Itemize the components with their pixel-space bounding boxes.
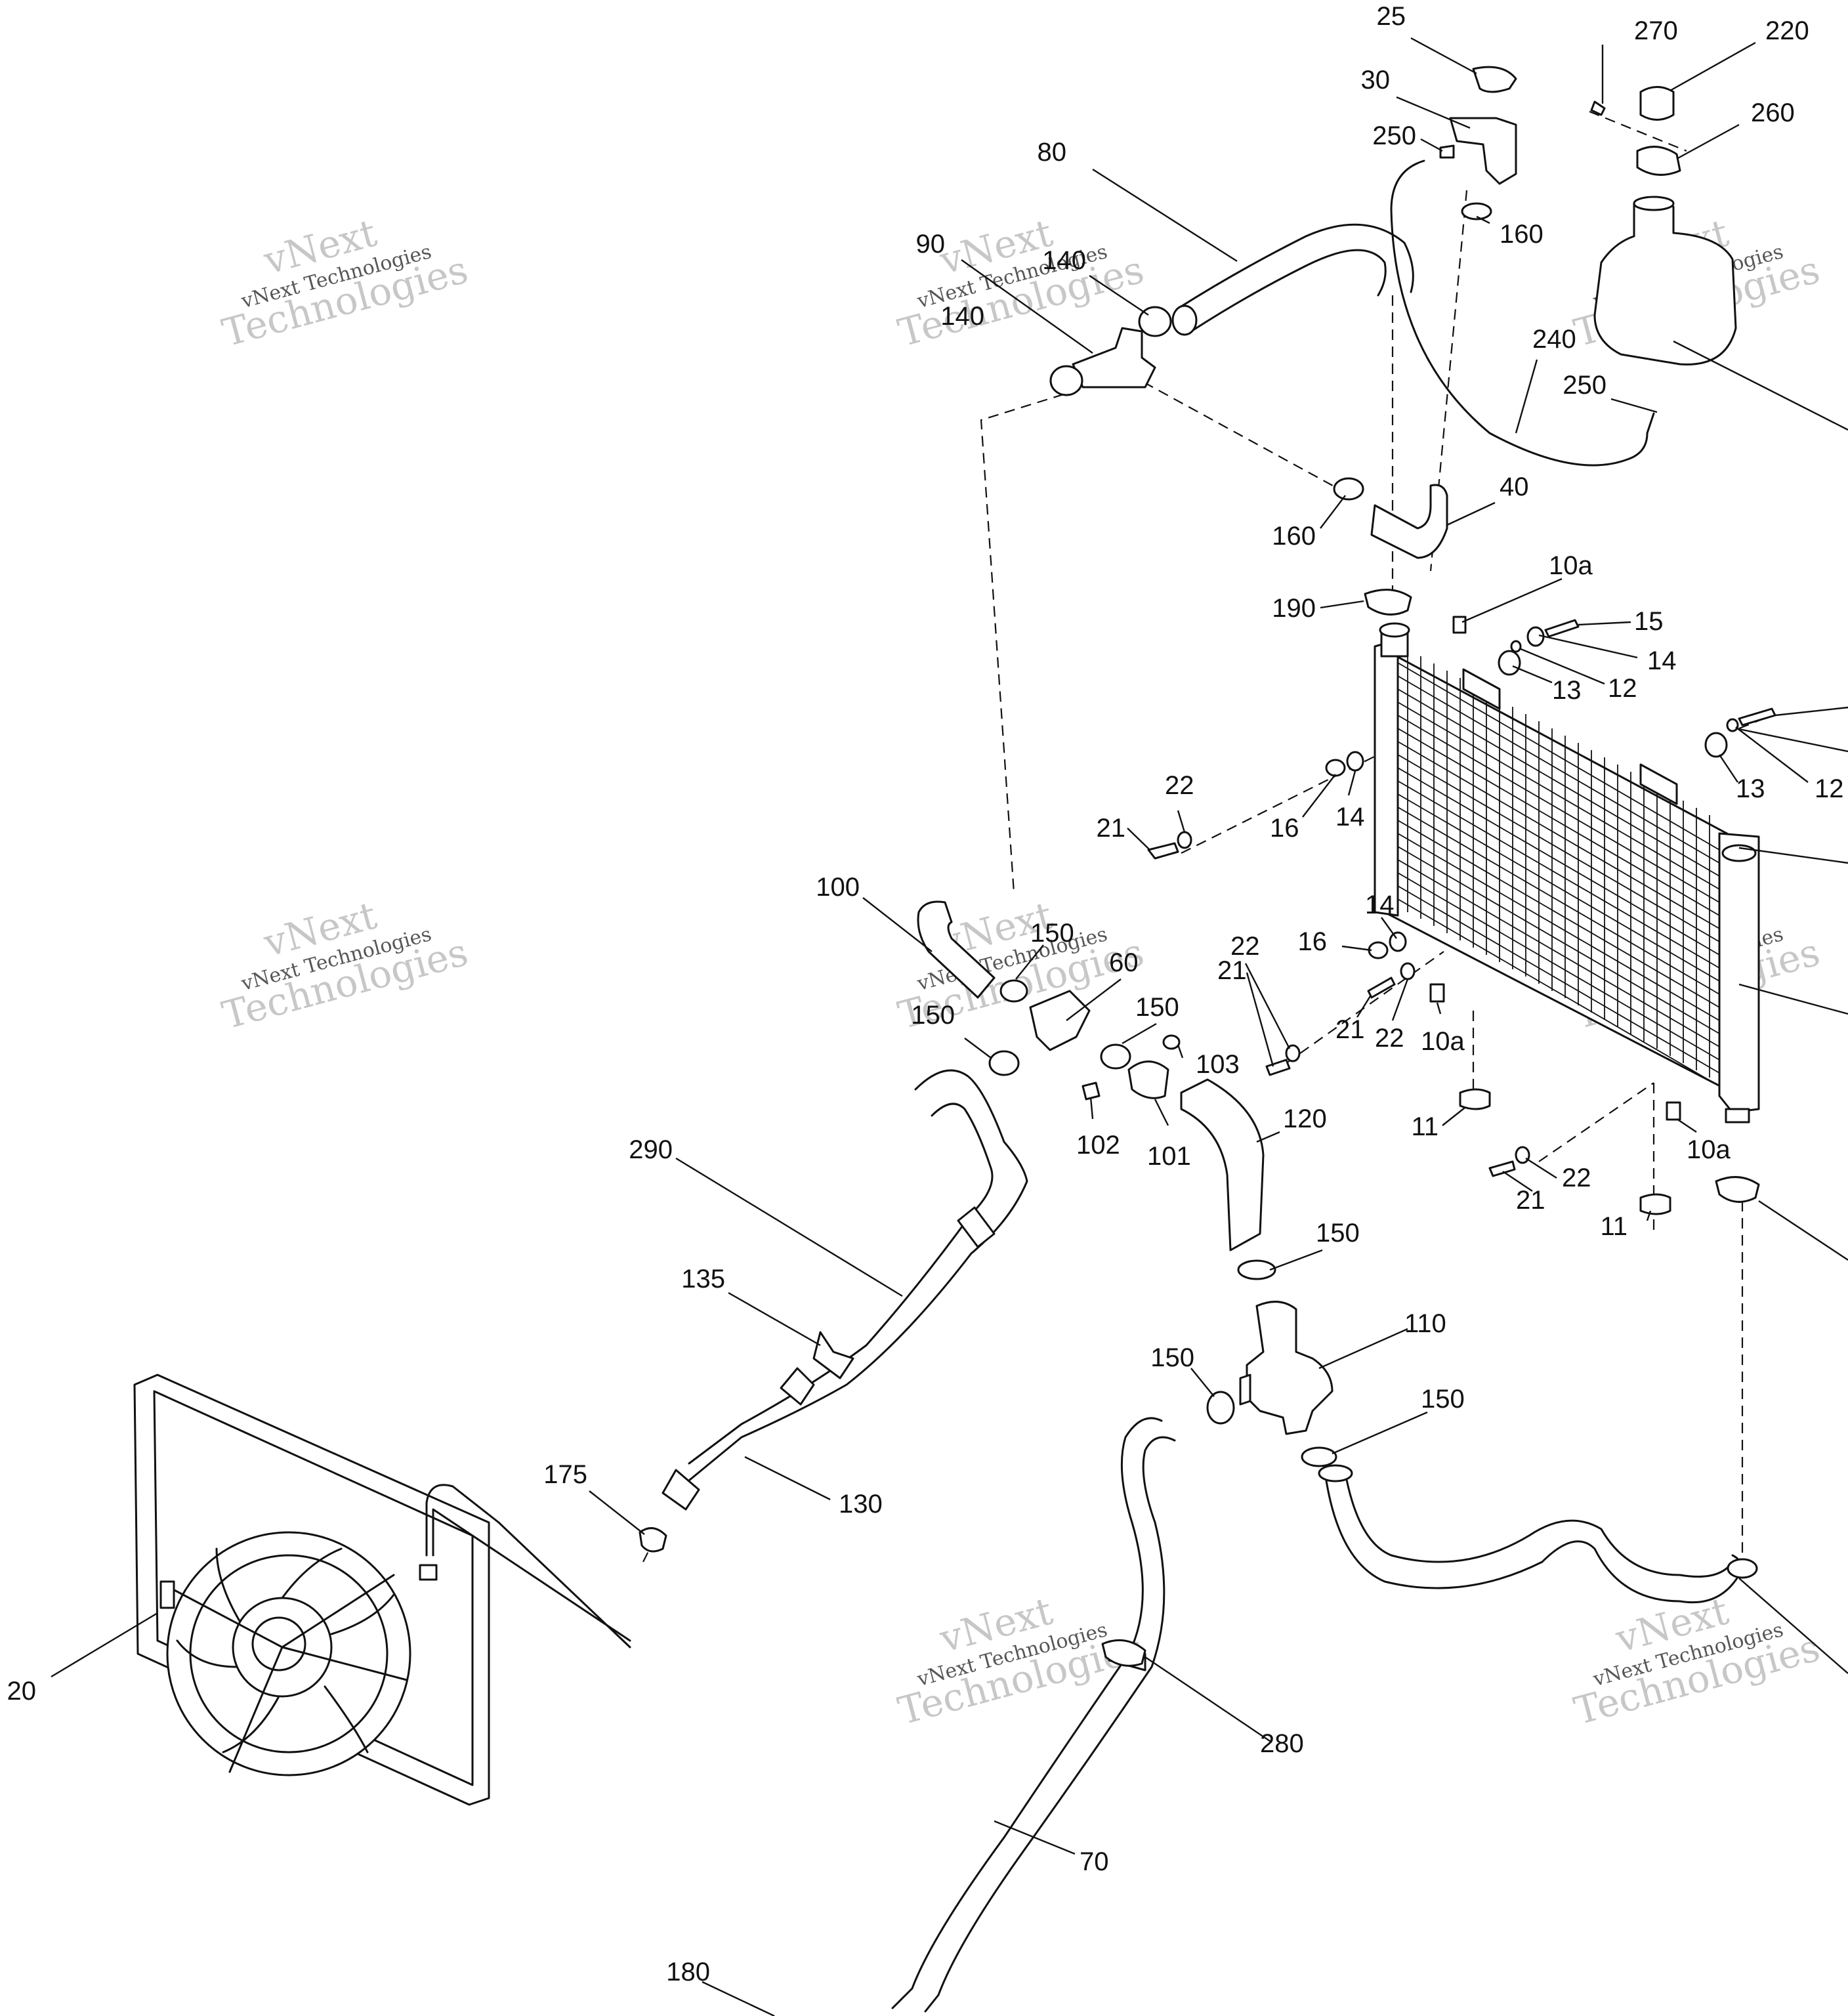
dash-bolt21-lower xyxy=(1286,951,1444,1064)
callout-240: 240 xyxy=(1532,325,1576,354)
callout-14-top: 14 xyxy=(1647,646,1677,675)
dash-neck30-to-hose40 xyxy=(1429,190,1468,572)
callout-60: 60 xyxy=(1109,948,1139,977)
callout-250-lower: 250 xyxy=(1563,371,1606,400)
callout-40: 40 xyxy=(1500,472,1529,501)
callout-130: 130 xyxy=(839,1490,883,1519)
dash-bolt21-to-radiator xyxy=(1181,754,1379,854)
callout-21-bottom: 21 xyxy=(1516,1186,1545,1215)
fan-shroud-assembly xyxy=(133,1374,631,1806)
callout-16-upper: 16 xyxy=(1270,814,1299,843)
callout-22-upper: 22 xyxy=(1165,771,1194,800)
callout-21-lower: 21 xyxy=(1217,956,1247,985)
callout-90: 90 xyxy=(916,230,946,259)
callout-14-upper: 14 xyxy=(1335,803,1365,831)
callout-10a-bottom: 10a xyxy=(1687,1135,1731,1164)
callout-135: 135 xyxy=(681,1265,725,1293)
callout-110: 110 xyxy=(1404,1309,1446,1338)
callout-150-left: 150 xyxy=(911,1001,955,1030)
callout-14-lower: 14 xyxy=(1365,891,1395,919)
callout-101: 101 xyxy=(1147,1142,1191,1171)
callout-22-bottom: 22 xyxy=(1562,1164,1591,1192)
callout-150-mid: 150 xyxy=(1135,993,1179,1022)
callout-100: 100 xyxy=(816,873,860,902)
callout-30: 30 xyxy=(1361,66,1391,94)
callout-10a-mid: 10a xyxy=(1421,1027,1465,1056)
callout-220: 220 xyxy=(1765,16,1809,45)
callout-11-upper: 11 xyxy=(1411,1112,1438,1141)
callout-11-lower: 11 xyxy=(1600,1212,1628,1241)
callout-150-thermo-bottom: 150 xyxy=(1421,1385,1465,1414)
callout-16-lower: 16 xyxy=(1298,927,1328,956)
callout-12-top: 12 xyxy=(1608,674,1637,703)
fittings xyxy=(639,66,1776,1667)
callout-260: 260 xyxy=(1751,98,1795,127)
callout-140-upper: 140 xyxy=(1042,246,1086,275)
callout-270: 270 xyxy=(1634,16,1678,45)
callout-140-lower: 140 xyxy=(940,302,984,331)
callout-250-upper: 250 xyxy=(1372,121,1416,150)
callout-15: 15 xyxy=(1634,607,1664,636)
callout-103: 103 xyxy=(1196,1050,1240,1079)
radiator xyxy=(1374,622,1760,1124)
callout-190: 190 xyxy=(1272,594,1316,623)
callout-22-mid: 22 xyxy=(1375,1024,1404,1053)
callout-21-mid: 21 xyxy=(1335,1015,1365,1044)
leader-lines xyxy=(51,37,1848,2016)
dash-bolt21-bottom xyxy=(1538,1082,1654,1162)
callout-20: 20 xyxy=(7,1677,37,1706)
callout-280: 280 xyxy=(1260,1729,1304,1758)
callout-80: 80 xyxy=(1038,138,1067,167)
callout-120: 120 xyxy=(1283,1104,1327,1133)
callout-175: 175 xyxy=(543,1460,587,1489)
callout-10a-top: 10a xyxy=(1549,551,1593,580)
callout-102: 102 xyxy=(1076,1131,1120,1160)
callout-150-thermo-left: 150 xyxy=(1150,1343,1194,1372)
callout-22-lower: 22 xyxy=(1230,932,1260,961)
callout-160-upper: 160 xyxy=(1500,220,1544,249)
callout-25: 25 xyxy=(1377,2,1406,31)
dash-tee90-to-clamp160 xyxy=(1128,373,1339,490)
callout-labels: 25 270 220 30 260 250 80 160 90 140 140 … xyxy=(7,2,1844,1986)
callout-13-right: 13 xyxy=(1736,774,1765,803)
callout-12-right: 12 xyxy=(1815,774,1844,803)
hoses xyxy=(662,159,1758,2013)
dash-screw270-to-cap220 xyxy=(1589,110,1687,152)
callout-13-top: 13 xyxy=(1552,676,1582,705)
callout-70: 70 xyxy=(1080,1847,1109,1876)
callout-160-lower: 160 xyxy=(1272,522,1316,551)
callout-150-top: 150 xyxy=(1030,919,1074,948)
callout-150-hose120: 150 xyxy=(1316,1219,1360,1248)
callout-21-upper: 21 xyxy=(1097,814,1126,843)
callout-180: 180 xyxy=(666,1958,710,1986)
callout-290: 290 xyxy=(629,1135,673,1164)
